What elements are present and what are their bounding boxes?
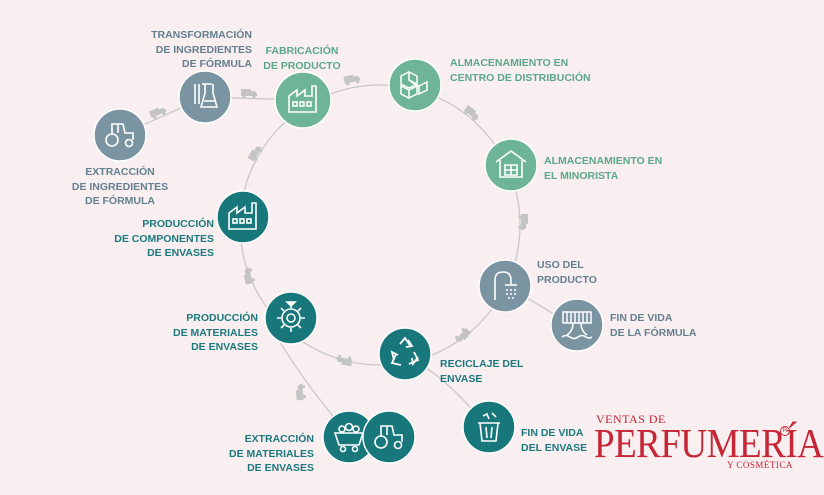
truck-icon bbox=[247, 144, 264, 163]
node-extraccion-ingredientes[interactable] bbox=[93, 108, 147, 162]
node-circle bbox=[93, 108, 147, 162]
node-circle bbox=[362, 410, 416, 464]
node-circle bbox=[378, 327, 432, 381]
ventas-de-perfumeria-logo: VENTAS DE PERFUMERÍA Y COSMÉTICA R bbox=[594, 412, 824, 472]
tractor-icon bbox=[105, 123, 134, 148]
truck-icon bbox=[295, 383, 307, 401]
node-transformacion-ingredientes[interactable] bbox=[178, 70, 232, 124]
truck-icon bbox=[335, 354, 353, 367]
truck-icon bbox=[343, 73, 361, 87]
node-circle bbox=[550, 298, 604, 352]
trash-bin-icon bbox=[478, 412, 500, 442]
node-almacenamiento-minorista[interactable] bbox=[484, 138, 538, 192]
node-extraccion-materiales[interactable] bbox=[322, 410, 416, 464]
node-uso-producto[interactable] bbox=[478, 259, 532, 313]
node-fin-vida-envase[interactable] bbox=[462, 400, 516, 454]
tractor-icon bbox=[374, 425, 403, 450]
node-almacenamiento-distribucion[interactable] bbox=[388, 58, 442, 112]
mining-cart-icon bbox=[333, 422, 365, 453]
node-circle bbox=[264, 291, 318, 345]
registered-mark: R bbox=[780, 426, 790, 436]
shower-icon bbox=[494, 271, 517, 300]
water-drain-icon bbox=[561, 311, 593, 340]
node-fin-vida-formula[interactable] bbox=[550, 298, 604, 352]
node-produccion-materiales[interactable] bbox=[264, 291, 318, 345]
gear-icon bbox=[277, 301, 305, 332]
node-produccion-componentes[interactable] bbox=[216, 190, 270, 244]
warehouse-icon bbox=[495, 150, 527, 178]
node-fabricacion-producto[interactable] bbox=[274, 71, 332, 129]
boxes-icon bbox=[400, 70, 428, 100]
node-circle bbox=[274, 71, 332, 129]
truck-icon bbox=[242, 266, 256, 285]
logo-line-3: Y COSMÉTICA bbox=[727, 460, 793, 470]
recycle-icon bbox=[390, 336, 420, 367]
node-reciclaje-envase[interactable] bbox=[378, 327, 432, 381]
node-circle bbox=[178, 70, 232, 124]
node-circle bbox=[462, 400, 516, 454]
factory-icon bbox=[288, 85, 317, 113]
logo-line-1: VENTAS DE bbox=[596, 412, 666, 426]
factory-icon bbox=[228, 202, 257, 230]
truck-icon bbox=[241, 89, 257, 99]
lab-flask-icon bbox=[194, 83, 219, 108]
node-circle bbox=[478, 259, 532, 313]
node-circle bbox=[216, 190, 270, 244]
